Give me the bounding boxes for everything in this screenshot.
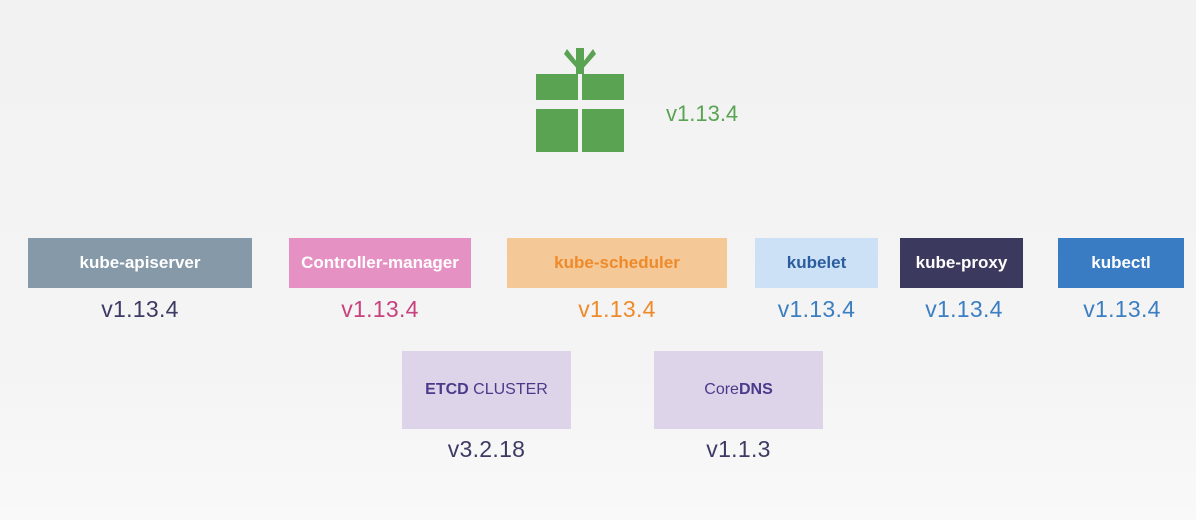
component-version: v1.13.4 xyxy=(578,296,656,322)
component-label: kube-proxy xyxy=(915,253,1008,272)
component-version: v1.13.4 xyxy=(777,296,856,322)
component-label: kubelet xyxy=(786,253,847,272)
component-label: kube-scheduler xyxy=(554,253,680,272)
component-label: kube-apiserver xyxy=(79,253,201,272)
component-version: v1.13.4 xyxy=(1083,296,1161,322)
component-kubectl: kubectl xyxy=(1058,238,1184,288)
component-kube-scheduler: kube-scheduler xyxy=(507,238,727,288)
component-kube-apiserver: kube-apiserver xyxy=(28,238,252,288)
dependency-label-rest: CLUSTER xyxy=(473,381,548,398)
component-label: kubectl xyxy=(1091,253,1151,272)
component-version: v1.13.4 xyxy=(925,296,1003,322)
dependency-label-rest: Core xyxy=(704,381,739,398)
component-label: Controller-manager xyxy=(301,253,459,272)
dependency-label-bold: DNS xyxy=(738,381,773,398)
dependency-etcd-cluster: ETCD CLUSTER xyxy=(402,351,571,429)
dependency-version: v3.2.18 xyxy=(447,436,526,462)
dependency-label-bold: ETCD xyxy=(425,381,469,398)
component-kubelet: kubelet xyxy=(755,238,878,288)
release-version: v1.13.4 xyxy=(666,101,739,126)
component-controller-manager: Controller-manager xyxy=(289,238,471,288)
component-version: v1.13.4 xyxy=(341,296,419,322)
gift-icon xyxy=(536,48,624,152)
component-version: v1.13.4 xyxy=(101,296,179,322)
dependency-version: v1.1.3 xyxy=(706,436,771,462)
component-kube-proxy: kube-proxy xyxy=(900,238,1023,288)
